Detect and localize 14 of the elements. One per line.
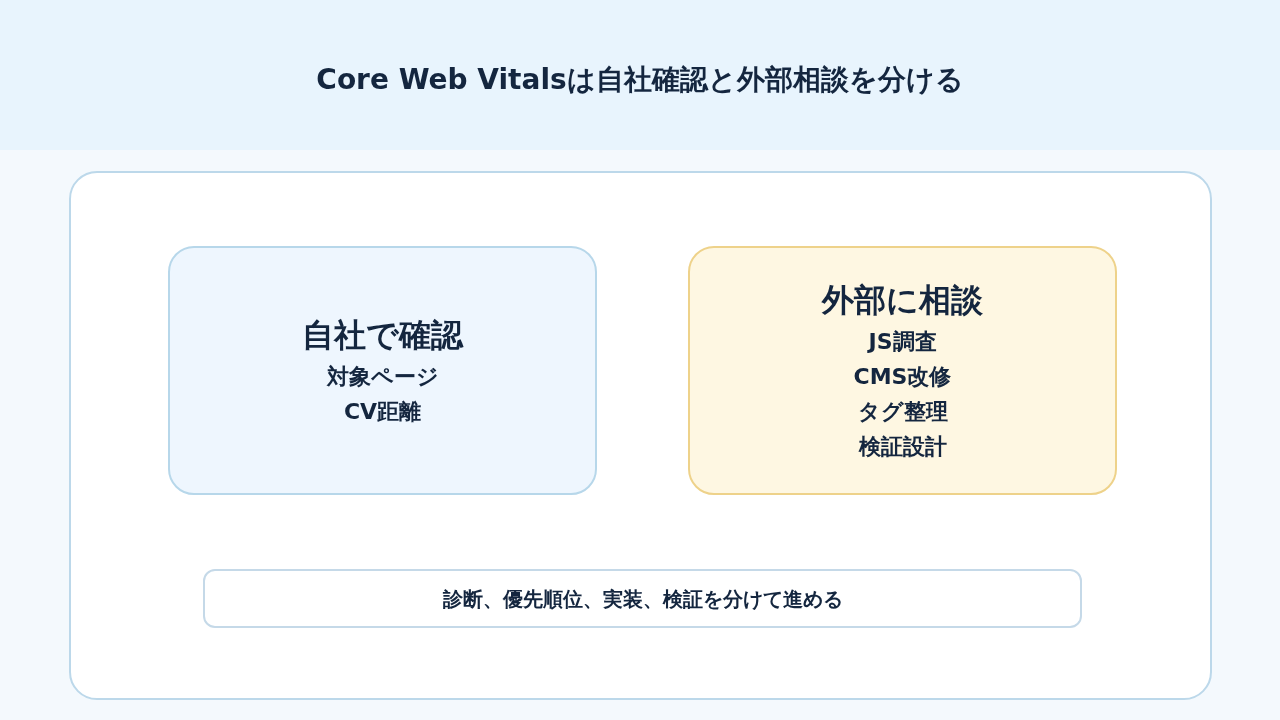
summary-text: 診断、優先順位、実装、検証を分けて進める [442, 585, 843, 613]
category-card [168, 246, 597, 495]
note-box [203, 569, 1082, 628]
list-item: 対象ページ [326, 362, 439, 391]
card-heading: 自社で確認 [302, 314, 463, 356]
title: Core Web Vitalsは自社確認と外部相談を分ける [315, 62, 965, 98]
list-item: タグ整理 [857, 397, 948, 426]
category-card [688, 246, 1117, 495]
list-item: 検証設計 [858, 432, 947, 461]
list-item: CV距離 [343, 397, 422, 426]
list-item: JS調査 [868, 327, 937, 356]
list-item: CMS改修 [853, 362, 952, 391]
card-heading: 外部に相談 [822, 279, 983, 321]
panel [69, 171, 1212, 700]
